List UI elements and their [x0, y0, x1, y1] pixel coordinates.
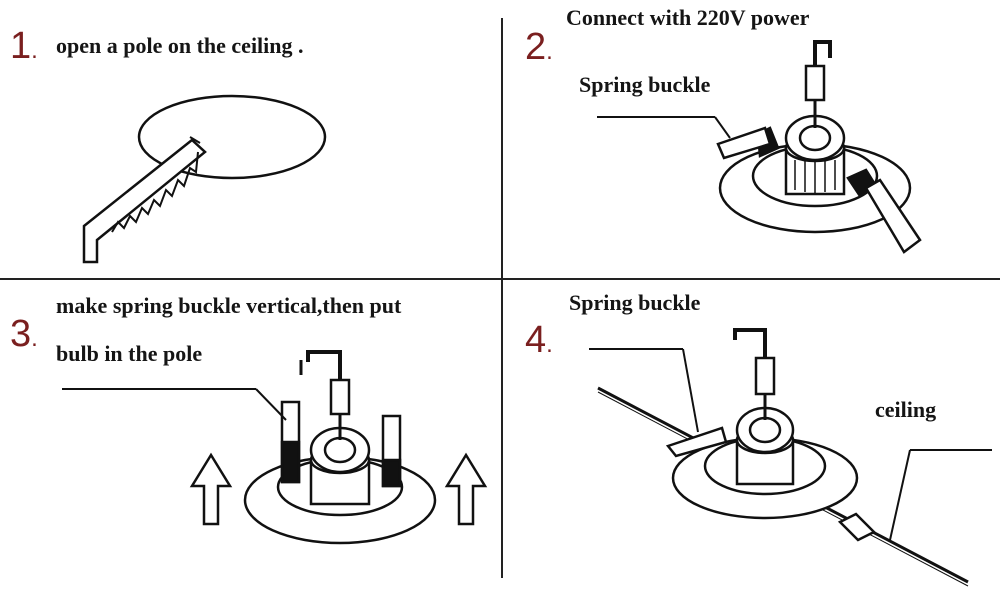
fixture-drawing-step4: [589, 328, 992, 587]
step-1-text: open a pole on the ceiling .: [56, 33, 304, 58]
ceiling-hole-saw-drawing: [82, 94, 327, 264]
step-2-number: 2.: [525, 26, 553, 68]
step-3-text-line1: make spring buckle vertical,then put: [56, 293, 402, 318]
fixture-drawing-step2: [597, 40, 922, 254]
step-2-spring-buckle-label: Spring buckle: [579, 72, 711, 97]
step-3-number: 3.: [10, 313, 38, 355]
fixture-drawing-step3: [62, 350, 488, 545]
step-1-number: 1.: [10, 25, 38, 67]
step-4-spring-buckle-label: Spring buckle: [569, 290, 701, 315]
step-2-text: Connect with 220V power: [566, 5, 810, 30]
step-3-text-line2: bulb in the pole: [56, 341, 203, 366]
step-4-ceiling-label: ceiling: [875, 397, 937, 422]
step-4-number: 4.: [525, 319, 553, 361]
